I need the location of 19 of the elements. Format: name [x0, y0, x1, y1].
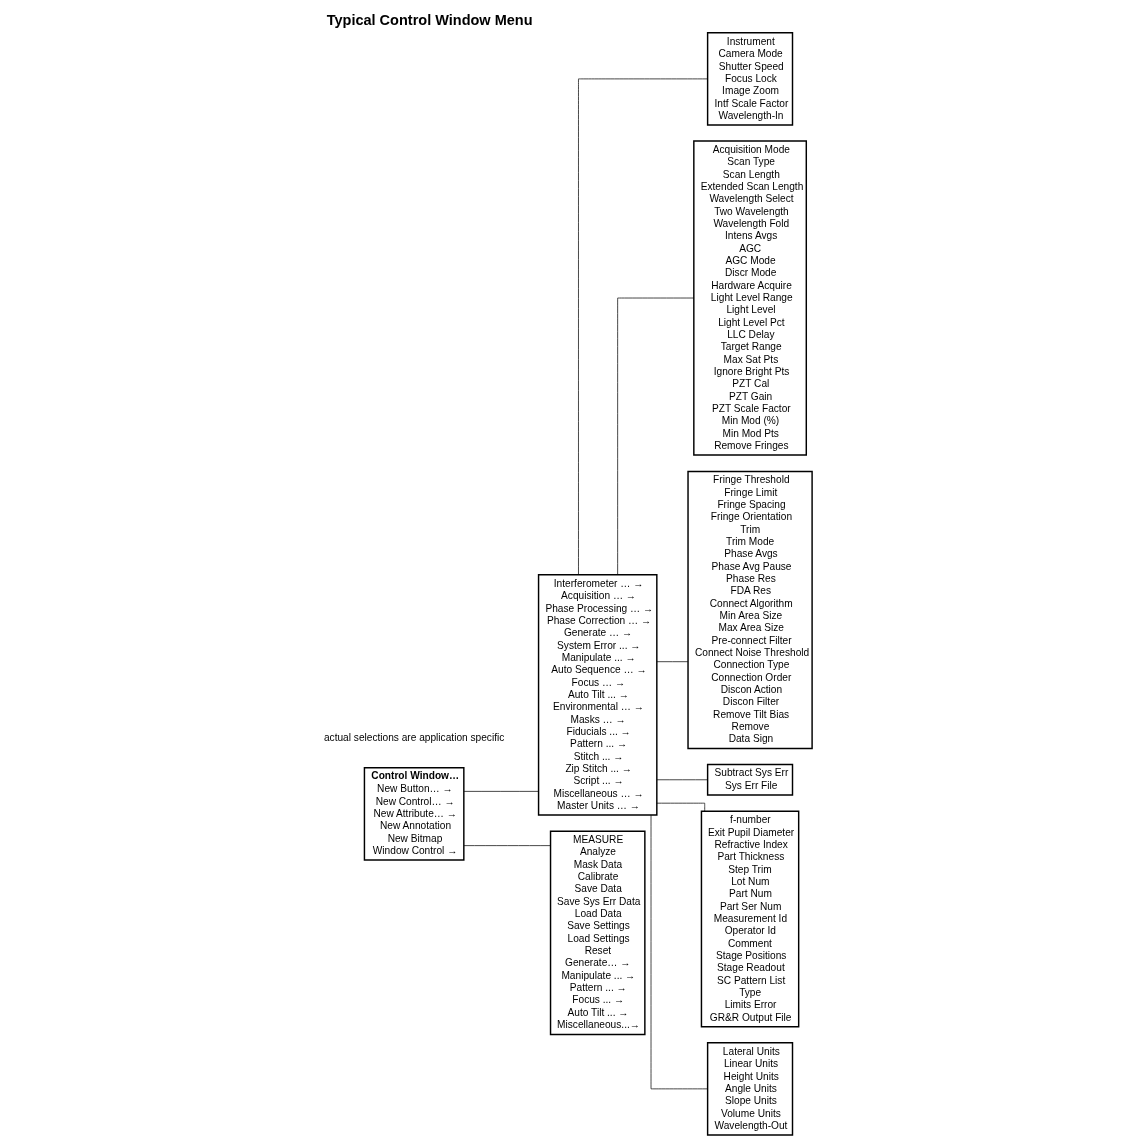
connector — [656, 802, 706, 812]
node-box: Instrument Camera Mode Shutter Speed Focus Lock Image Zoom Intf Scale Factor Wavelength-In — [706, 32, 794, 126]
connector — [578, 78, 708, 576]
connector — [656, 779, 708, 781]
node-box: f-number Exit Pupil Diameter Refractive Index Part Thickness Step Trim Lot Num Part Num Part Ser Num Measurement Id Operator Id Comment Stage Positions Stage Readout SC Pattern List Type Limits Error GR&R Output File — [700, 810, 800, 1028]
connector — [617, 297, 695, 576]
node-box: Control Window… New Button… → New Control… → New Attribute… → New Annotation New Bitmap Window Control → — [363, 767, 465, 861]
label: actual selections are application specific — [323, 732, 505, 744]
node-box: MEASURE Analyze Mask Data Calibrate Save Data Save Sys Err Data Load Data Save Settings Load Settings Reset Generate… → Manipulate ... → Pattern ... → Focus ... → Auto Tilt ... → Miscellaneous...→ — [549, 830, 646, 1036]
connector — [463, 791, 539, 792]
node-box: Acquisition Mode Scan Type Scan Length Extended Scan Length Wavelength Select Two Wavelength Wavelength Fold Intens Avgs AGC AGC Mode Discr Mode Hardware Acquire Light Level Range Light Level Light Level Pct LLC Delay Target Range Max Sat Pts Ignore Bright Pts PZT Cal PZT Gain PZT Scale Factor Min Mod (%) Min Mod Pts Remove Fringes — [693, 140, 807, 456]
node-box: Subtract Sys Err Sys Err File — [706, 763, 794, 796]
diagram-title: Typical Control Window Menu — [326, 11, 533, 28]
node-box: Lateral Units Linear Units Height Units Angle Units Slope Units Volume Units Wavelength-Out — [706, 1042, 794, 1136]
node-box: Fringe Threshold Fringe Limit Fringe Spacing Fringe Orientation Trim Trim Mode Phase Avgs Phase Avg Pause Phase Res FDA Res Connect Algorithm Min Area Size Max Area Size Pre-connect Filter Connect Noise Threshold Connection Type Connection Order Discon Action Discon Filter Remove Tilt Bias Remove Data Sign — [687, 470, 813, 750]
node-box: Interferometer … → Acquisition … → Phase Processing … → Phase Correction … → Generate … → System Error ... → Manipulate ... → Auto Sequence … → Focus … → Auto Tilt ... → Environmental … → Masks … → Fiducials ... → Pattern ... → Stitch ... → Zip Stitch ... → Script ... → Miscellaneous … → Master Units … → — [537, 574, 658, 816]
connector — [650, 814, 708, 1090]
connector — [656, 661, 689, 663]
connector — [463, 845, 551, 846]
